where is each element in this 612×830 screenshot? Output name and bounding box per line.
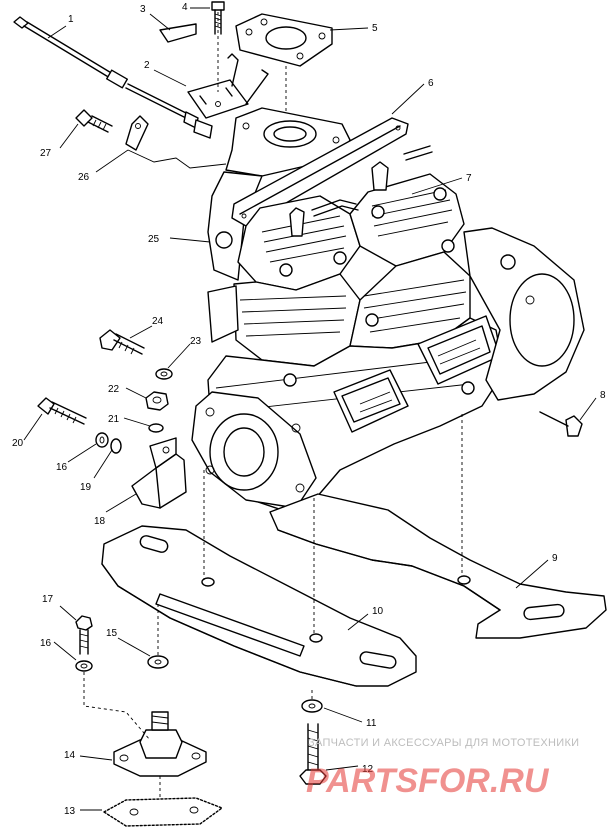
callout-16b: 16 — [40, 638, 52, 649]
callout-21: 21 — [108, 414, 120, 425]
callout-14: 14 — [64, 750, 76, 761]
callout-23: 23 — [190, 336, 202, 347]
callout-25: 25 — [148, 234, 160, 245]
part-washer-16-upper — [95, 432, 109, 448]
assembly-lines — [83, 12, 463, 800]
callout-7: 7 — [466, 173, 472, 184]
callout-13: 13 — [64, 806, 76, 817]
callout-22: 22 — [108, 384, 120, 395]
watermark: ЗАПЧАСТИ И АКСЕССУАРЫ ДЛЯ МОТОТЕХНИКИ PA… — [306, 737, 579, 800]
callout-15: 15 — [106, 628, 118, 639]
callout-6: 6 — [428, 78, 434, 89]
part-washer-11 — [301, 699, 323, 713]
part-cable — [13, 16, 213, 139]
part-bolt-17 — [75, 615, 93, 655]
part-washer-21 — [148, 423, 164, 433]
part-mount-bracket-18 — [131, 437, 187, 509]
leader-lines — [23, 7, 597, 811]
part-exhaust-gasket — [235, 13, 333, 67]
part-decal — [159, 23, 197, 43]
part-screw-27 — [75, 109, 113, 133]
part-washer-23 — [155, 368, 173, 380]
part-shim-13 — [103, 797, 223, 827]
callout-24: 24 — [152, 316, 164, 327]
callout-labels: 1 2 3 4 5 6 7 8 9 10 11 12 13 14 15 16 1… — [12, 2, 606, 817]
callout-1: 1 — [68, 14, 74, 25]
part-washer-15 — [147, 655, 169, 669]
watermark-tagline: ЗАПЧАСТИ И АКСЕССУАРЫ ДЛЯ МОТОТЕХНИКИ — [308, 737, 579, 749]
callout-3: 3 — [140, 4, 146, 15]
part-nut-22 — [145, 391, 169, 411]
part-lockwasher-19 — [110, 438, 122, 454]
callout-9: 9 — [552, 553, 558, 564]
part-bolt-12 — [299, 723, 327, 785]
engine-assembly — [191, 107, 585, 511]
callout-4: 4 — [182, 2, 188, 13]
callout-11: 11 — [366, 718, 377, 729]
callout-17: 17 — [42, 594, 54, 605]
part-clip-26 — [125, 115, 149, 151]
callout-20: 20 — [12, 438, 24, 449]
part-mount-plate-10 — [101, 525, 417, 687]
callout-18: 18 — [94, 516, 106, 527]
callout-10: 10 — [372, 606, 384, 617]
part-cable-bracket — [187, 53, 269, 119]
callout-16a: 16 — [56, 462, 68, 473]
part-bolt-20 — [37, 397, 87, 425]
part-washer-16-lower — [75, 660, 93, 672]
callout-5: 5 — [372, 23, 378, 34]
callout-26: 26 — [78, 172, 90, 183]
watermark-brand: PARTSFOR.RU — [306, 762, 550, 800]
callout-27: 27 — [40, 148, 52, 159]
callout-8: 8 — [600, 390, 606, 401]
part-bolt-24 — [99, 329, 145, 355]
part-rubber-mount-14 — [113, 711, 207, 777]
part-bolt-8 — [539, 411, 583, 437]
callout-12: 12 — [362, 764, 374, 775]
callout-19: 19 — [80, 482, 92, 493]
callout-2: 2 — [144, 60, 150, 71]
part-mount-plate-9 — [269, 493, 607, 639]
